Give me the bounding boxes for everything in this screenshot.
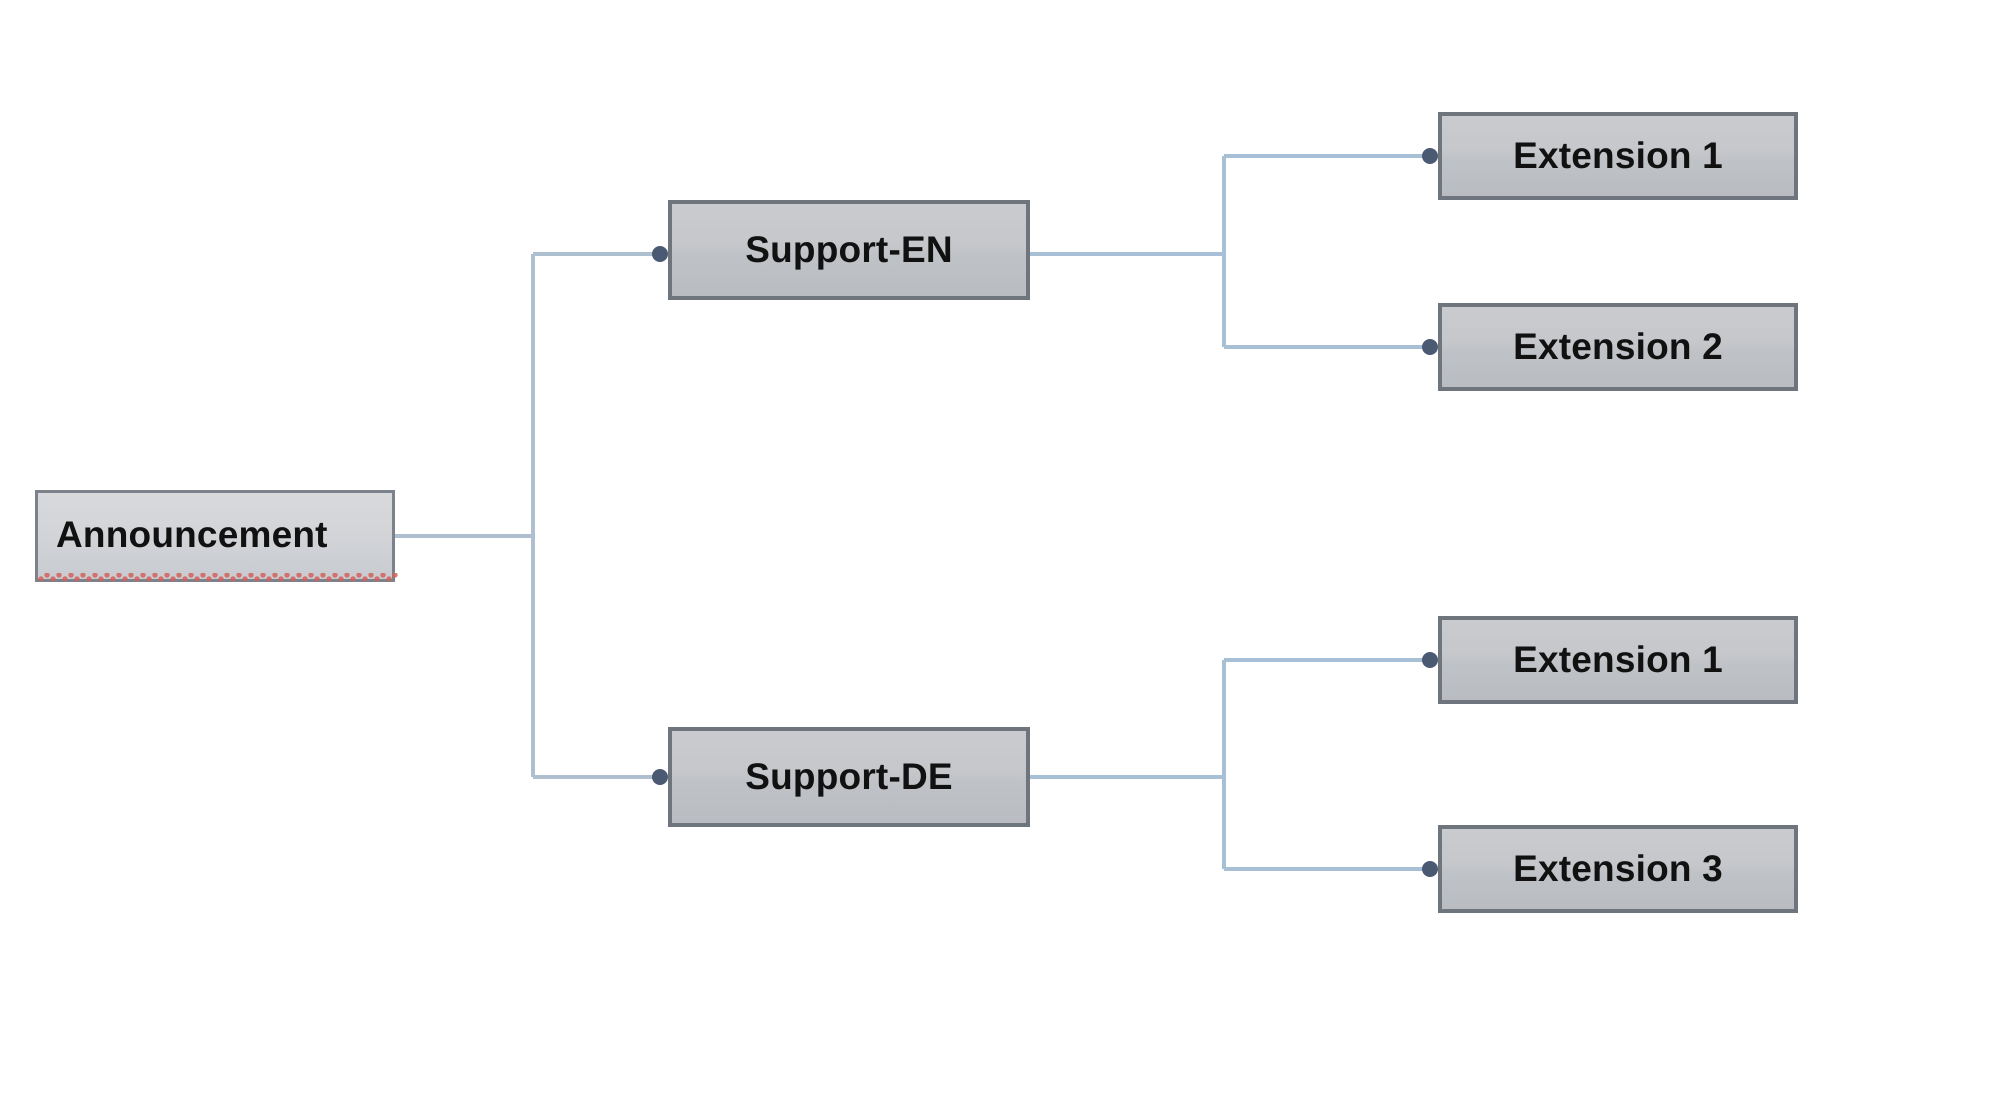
node-extension-en-2[interactable]: Extension 2: [1438, 303, 1798, 391]
spellcheck-underline-icon: [38, 573, 398, 581]
arrow-dot-extension-de-3: [1422, 861, 1438, 877]
node-announcement-label: Announcement: [56, 513, 328, 555]
arrow-dot-support-de: [652, 769, 668, 785]
node-extension-en-1[interactable]: Extension 1: [1438, 112, 1798, 200]
node-extension-de-1[interactable]: Extension 1: [1438, 616, 1798, 704]
node-announcement[interactable]: Announcement: [35, 490, 398, 582]
node-extension-de-3[interactable]: Extension 3: [1438, 825, 1798, 913]
arrow-dot-extension-en-2: [1422, 339, 1438, 355]
node-extension-en-2-label: Extension 2: [1513, 325, 1723, 367]
node-support-de[interactable]: Support-DE: [668, 727, 1030, 827]
node-support-de-label: Support-DE: [745, 755, 953, 797]
edge-support-en-to-extensions: [1030, 148, 1438, 355]
arrow-dot-extension-de-1: [1422, 652, 1438, 668]
node-extension-de-1-label: Extension 1: [1513, 638, 1723, 680]
node-extension-en-1-label: Extension 1: [1513, 134, 1723, 176]
node-support-en-label: Support-EN: [745, 228, 953, 270]
edge-announcement-to-supports: [395, 246, 668, 785]
node-support-en[interactable]: Support-EN: [668, 200, 1030, 300]
node-extension-de-3-label: Extension 3: [1513, 847, 1723, 889]
arrow-dot-extension-en-1: [1422, 148, 1438, 164]
edge-support-de-to-extensions: [1030, 652, 1438, 877]
arrow-dot-support-en: [652, 246, 668, 262]
